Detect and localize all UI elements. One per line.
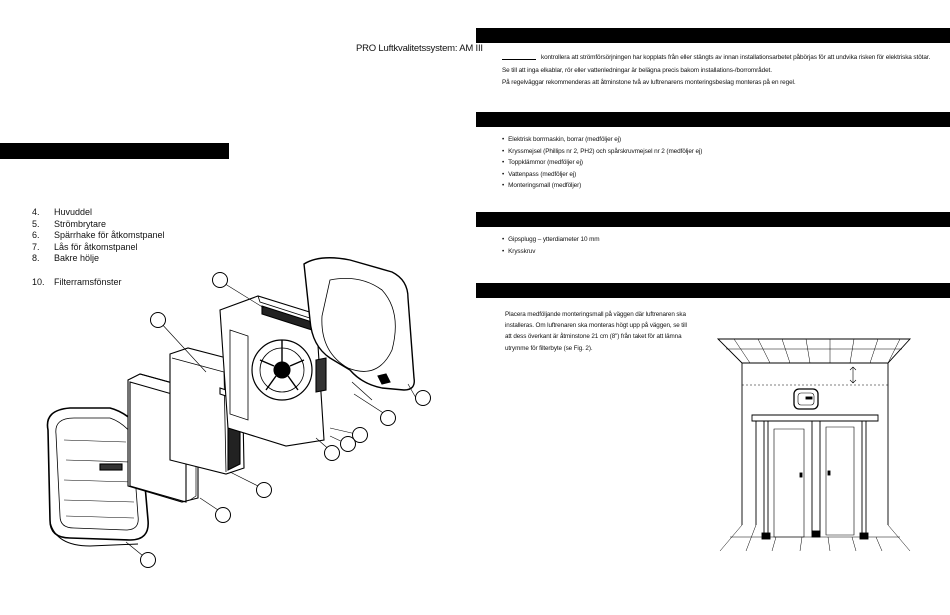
part-number: 5. bbox=[32, 218, 40, 229]
product-header: PRO Luftkvalitetssystem: AM III bbox=[356, 43, 483, 54]
list-item: Vattenpass (medföljer ej) bbox=[502, 169, 702, 181]
list-item: Elektrisk borrmaskin, borrar (medföljer … bbox=[502, 134, 702, 146]
part-number: 6. bbox=[32, 230, 40, 241]
warning-block: kontrollera att strömförsörjningen har k… bbox=[502, 52, 942, 90]
part-label: Huvuddel bbox=[54, 207, 93, 217]
warning-line-1: kontrollera att strömförsörjningen har k… bbox=[502, 52, 942, 65]
clearance-arrow-icon bbox=[849, 366, 857, 384]
list-item: Monteringsmall (medföljer) bbox=[502, 180, 702, 192]
mounting-instructions: Placera medföljande monteringsmall på vä… bbox=[505, 311, 687, 352]
list-item: Gipsplugg – ytterdiameter 10 mm bbox=[502, 234, 599, 246]
main-body-drawing bbox=[219, 295, 327, 447]
list-item: 5. Strömbrytare bbox=[32, 219, 165, 231]
ceiling-drawing bbox=[716, 338, 912, 364]
list-item: 6. Spärrhake för åtkomstpanel bbox=[32, 230, 165, 242]
tools-list: Elektrisk borrmaskin, borrar (medföljer … bbox=[502, 134, 702, 192]
part-number: 8. bbox=[32, 253, 40, 264]
part-number: 10. bbox=[32, 276, 45, 287]
wall-mount-figure bbox=[716, 338, 912, 552]
warning-line-2: Se till att inga elkablar, rör eller vat… bbox=[502, 66, 772, 74]
wall-lines bbox=[741, 363, 889, 525]
list-item: 10. Filterramsfönster bbox=[32, 277, 165, 289]
part-number: 7. bbox=[32, 241, 40, 252]
list-item: 4. Huvuddel bbox=[32, 207, 165, 219]
section-heading-bar bbox=[0, 143, 229, 159]
warning-text: kontrollera att strömförsörjningen har k… bbox=[541, 54, 931, 61]
fixings-list: Gipsplugg – ytterdiameter 10 mm Krysskru… bbox=[502, 234, 600, 258]
list-item: 8. Bakre hölje bbox=[32, 253, 165, 265]
back-housing-drawing bbox=[303, 257, 415, 401]
exploded-view-diagram bbox=[46, 257, 431, 568]
warning-line-3: På regelväggar rekommenderas att åtminst… bbox=[502, 79, 796, 86]
section-heading-bar bbox=[476, 112, 950, 127]
list-item: Kryssmejsel (Phillips nr 2, PH2) och spå… bbox=[502, 146, 702, 158]
section-heading-bar bbox=[476, 28, 950, 43]
part-label: Spärrhake för åtkomstpanel bbox=[54, 230, 165, 241]
list-item: Krysskruv bbox=[502, 246, 600, 258]
section-heading-bar bbox=[476, 283, 950, 298]
list-item: 7. Lås för åtkomstpanel bbox=[32, 242, 165, 254]
stall-drawing bbox=[751, 414, 879, 540]
list-item: Toppklämmor (medföljer ej) bbox=[502, 157, 702, 169]
floor-drawing bbox=[719, 524, 911, 552]
part-label: Strömbrytare bbox=[54, 218, 107, 229]
part-label: Filterramsfönster bbox=[54, 276, 122, 287]
part-label: Lås för åtkomstpanel bbox=[54, 241, 138, 252]
front-cover-drawing bbox=[46, 407, 149, 547]
parts-list: 4. Huvuddel 5. Strömbrytare 6. Spärrhake fö… bbox=[32, 207, 165, 288]
warning-label-underline bbox=[502, 53, 536, 60]
section-heading-bar bbox=[476, 212, 950, 227]
callout-circles bbox=[140, 272, 431, 568]
part-number: 4. bbox=[32, 207, 40, 217]
part-label: Bakre hölje bbox=[54, 253, 100, 264]
